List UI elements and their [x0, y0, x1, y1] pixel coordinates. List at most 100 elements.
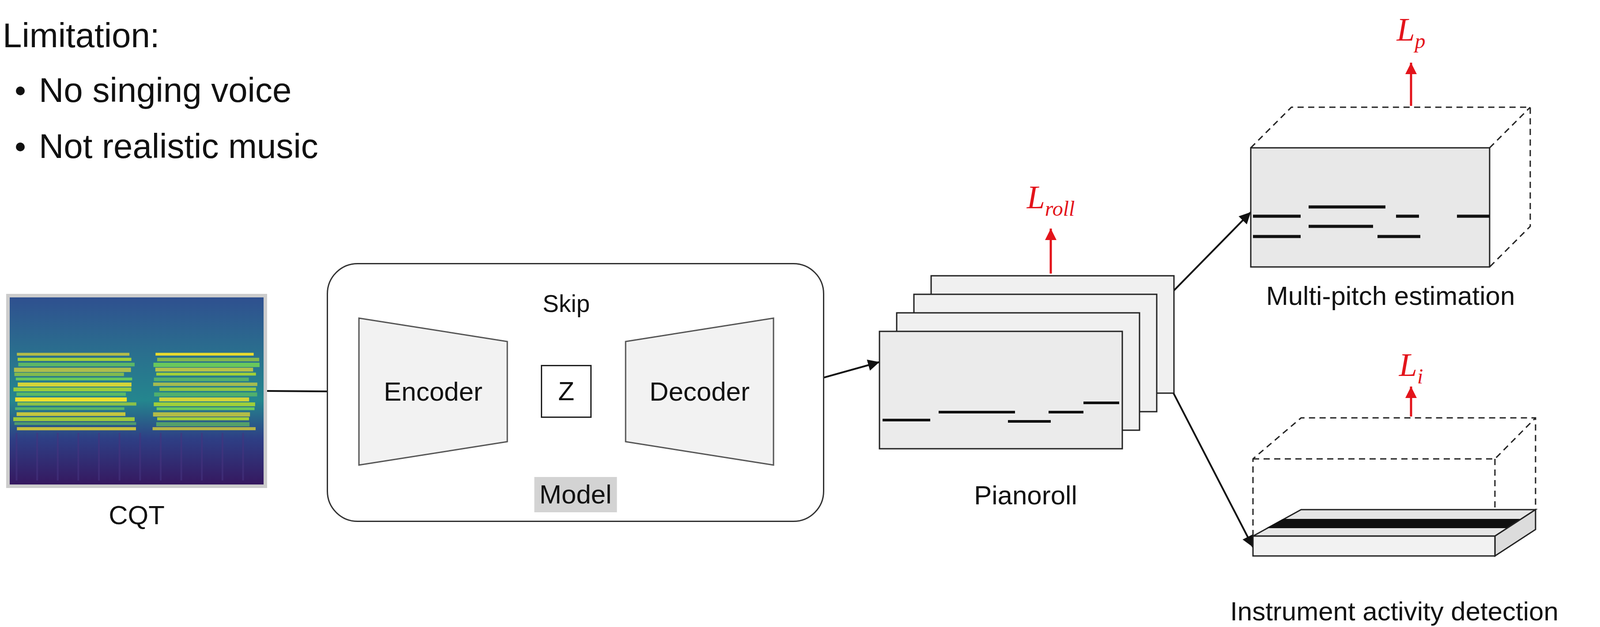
slab-front [1252, 536, 1495, 557]
note-bar [1308, 205, 1386, 209]
heading-text: Limitation: [2, 15, 160, 57]
loss-subscript: roll [1045, 196, 1076, 220]
spectral-band [13, 387, 132, 392]
connector-label: Skip [538, 289, 595, 319]
spectral-band [153, 412, 251, 417]
loss-label: Lp [1396, 11, 1426, 53]
spectral-band [154, 377, 250, 382]
note-bar [1252, 215, 1301, 219]
node-label: Decoder [649, 376, 750, 408]
box-face [1250, 147, 1490, 268]
shape-outline [7, 295, 266, 487]
spectral-band [15, 377, 133, 381]
spectral-band [16, 392, 126, 397]
spectral-band [153, 382, 258, 387]
activity-band [1266, 519, 1521, 529]
slab-top [1252, 509, 1536, 537]
loss-arrow [1410, 62, 1413, 106]
image-border [7, 295, 266, 487]
node-caption: Instrument activity detection [1230, 596, 1559, 627]
spectral-texture [118, 433, 121, 481]
note-bar [1396, 215, 1419, 219]
note-bar [882, 418, 931, 422]
spectral-band [16, 412, 126, 416]
connector-arrow [1171, 389, 1253, 548]
spectral-band [157, 417, 250, 421]
node-caption: Pianoroll [973, 479, 1077, 512]
loss-arrow [1049, 228, 1053, 274]
loss-subscript: p [1415, 28, 1426, 53]
node-label: Encoder [383, 376, 483, 408]
spectral-band [14, 367, 132, 373]
spectral-texture [221, 433, 224, 481]
node-caption: Multi-pitch estimation [1266, 280, 1516, 313]
spectral-band [17, 358, 132, 362]
spectral-texture [77, 433, 80, 481]
spectral-band [152, 427, 256, 431]
spectral-texture [242, 433, 245, 481]
spectral-band [156, 373, 257, 377]
note-bar [1007, 420, 1051, 423]
note-bar [1252, 235, 1301, 239]
spectral-band [15, 397, 127, 402]
dashed-outline [1489, 107, 1531, 148]
spectral-texture [36, 433, 38, 481]
spectral-band [16, 427, 136, 431]
pianoroll-stack: Pianoroll [879, 275, 1172, 450]
encoder-trapezoid: Encoder [358, 318, 508, 466]
pianoroll-sheet [879, 331, 1123, 450]
connector-arrow [1171, 212, 1251, 293]
note-bar [938, 411, 1016, 414]
spectral-band [155, 367, 253, 372]
multi-pitch-box: Multi-pitch estimation [1250, 107, 1531, 268]
spectral-band [153, 402, 256, 407]
spectral-band [13, 417, 135, 422]
spectral-band [14, 373, 125, 377]
trapezoid-outline [358, 318, 508, 466]
bullet-dot [15, 142, 25, 152]
latent-box: Z [540, 365, 592, 419]
note-bar [1083, 401, 1120, 405]
loss-subscript: i [1417, 364, 1423, 388]
dashed-outline [1252, 418, 1536, 537]
spectral-texture [180, 433, 183, 481]
spectral-texture [200, 433, 203, 481]
spectral-texture [15, 433, 18, 481]
loss-arrow [1410, 386, 1413, 417]
loss-label: Li [1399, 346, 1424, 389]
spectral-texture [98, 433, 100, 481]
spectral-band [159, 397, 250, 402]
loss-label: Lroll [1026, 178, 1076, 221]
loss-symbol: L [1396, 11, 1415, 48]
spectral-band [157, 358, 260, 362]
bullet-text: Not realistic music [38, 125, 319, 168]
spectrogram-ground [7, 295, 266, 487]
note-bar [1048, 411, 1084, 414]
dashed-outline [1250, 107, 1531, 268]
slab-side [1494, 509, 1536, 557]
note-bar [1456, 215, 1490, 219]
bullet-text: No singing voice [38, 69, 292, 112]
spectral-band [17, 402, 136, 406]
spectral-band [15, 407, 125, 411]
decoder-trapezoid: Decoder [625, 318, 774, 466]
spectral-band [18, 362, 135, 367]
box-outline [541, 366, 592, 418]
dashed-outline [1252, 418, 1536, 460]
shape-outline [1252, 418, 1536, 557]
note-bar [1377, 235, 1421, 239]
node-label: Z [558, 375, 575, 408]
spectral-texture [56, 433, 59, 481]
spectral-band [155, 353, 254, 356]
instrument-slab: Instrument activity detection [1252, 418, 1536, 557]
spectral-band [17, 382, 132, 387]
shape-outline [879, 275, 1172, 450]
spectrogram-image: CQT [7, 295, 266, 487]
spectral-band [16, 353, 130, 356]
spectral-texture [139, 433, 141, 481]
spectral-band [156, 407, 255, 411]
spectral-band [14, 422, 137, 426]
spectral-band [153, 362, 260, 368]
node-label: Model [534, 477, 617, 513]
